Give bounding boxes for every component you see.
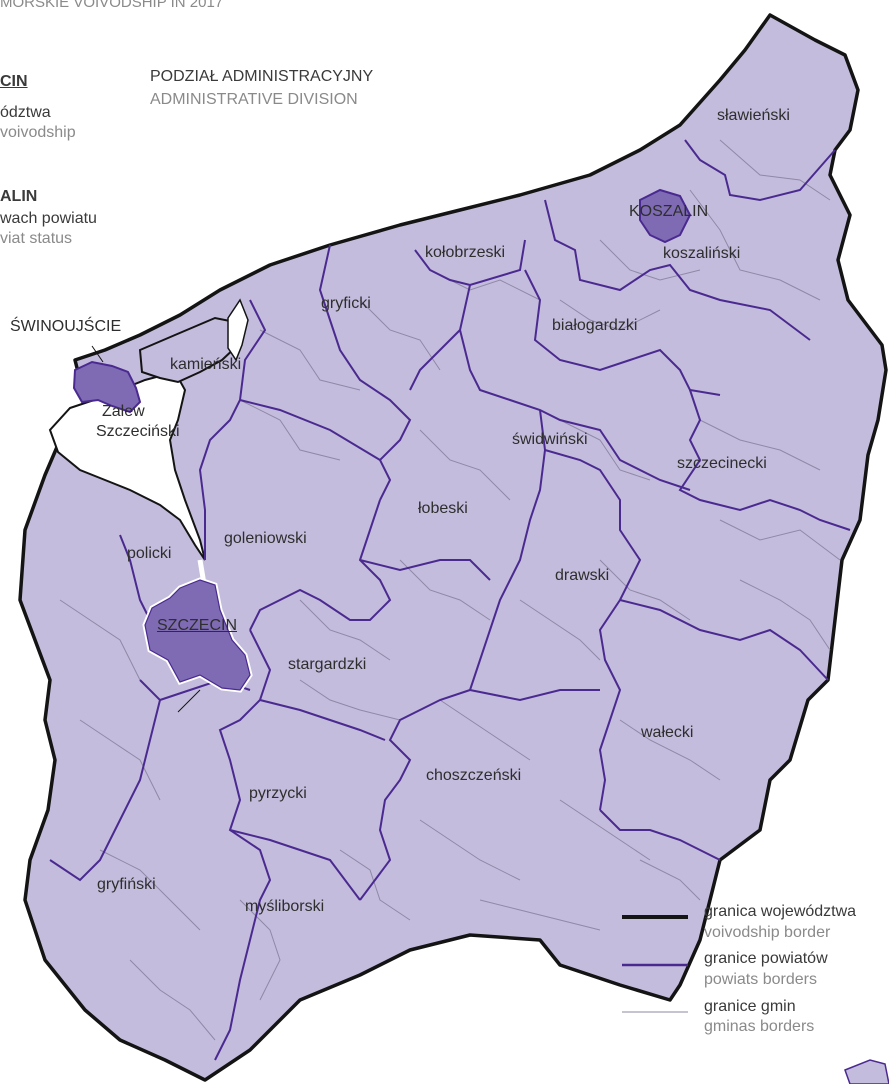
label-walecki: wałecki bbox=[641, 724, 694, 741]
title-en: ADMINISTRATIVE DIVISION bbox=[150, 91, 358, 108]
legend-powiat-pl: granice powiatów bbox=[704, 950, 828, 967]
city-legend-name: ALIN bbox=[0, 188, 38, 205]
swinoujscie-pointer bbox=[91, 345, 104, 363]
legend-powiat-en: powiats borders bbox=[704, 971, 817, 988]
legend-voivodship-pl: granica województwa bbox=[704, 903, 857, 920]
label-mysliborski: myśliborski bbox=[245, 898, 325, 915]
legend-voivodship-en: voivodship border bbox=[704, 924, 831, 941]
label-szczecinecki: szczecinecki bbox=[677, 455, 767, 472]
szczecin-pointer bbox=[177, 689, 201, 713]
label-koszalinski: koszaliński bbox=[663, 245, 741, 262]
label-slawienski: sławieński bbox=[717, 107, 790, 124]
label-swidwinski: świdwiński bbox=[512, 431, 588, 448]
label-goleniowski: goleniowski bbox=[224, 530, 307, 547]
label-gryficki: gryficki bbox=[321, 295, 371, 312]
capital-legend-en: voivodship bbox=[0, 124, 76, 141]
corner-fragment bbox=[844, 1059, 889, 1084]
label-pyrzycki: pyrzycki bbox=[249, 785, 307, 802]
label-kolobrzeski: kołobrzeski bbox=[425, 244, 506, 261]
label-drawski: drawski bbox=[555, 567, 610, 584]
island-wolin bbox=[138, 316, 240, 384]
koszalin-city-area bbox=[639, 188, 692, 244]
label-koszalin: KOSZALIN bbox=[629, 203, 709, 220]
top-title: MORSKIE VOIVODSHIP IN 2017 bbox=[0, 0, 224, 11]
label-choszczenski: choszczeński bbox=[426, 767, 522, 784]
label-kamienski: kamieński bbox=[170, 356, 242, 373]
legend-gmina-en: gminas borders bbox=[704, 1018, 815, 1035]
legend-gmina-pl: granice gmin bbox=[704, 998, 796, 1015]
label-lobeski: łobeski bbox=[418, 500, 468, 517]
label-bialogardzki: białogardzki bbox=[552, 317, 638, 334]
capital-legend-pl: ództwa bbox=[0, 104, 51, 121]
label-swinoujscie: ŚWINOUJŚCIE bbox=[10, 318, 122, 335]
label-lagoon-2: Szczeciński bbox=[96, 423, 180, 440]
title-pl: PODZIAŁ ADMINISTRACYJNY bbox=[150, 68, 374, 85]
label-gryfinski: gryfiński bbox=[97, 876, 156, 893]
label-szczecin: SZCZECIN bbox=[157, 617, 237, 634]
label-policki: policki bbox=[127, 545, 172, 562]
capital-legend-name: CIN bbox=[0, 73, 28, 90]
powiat-borders bbox=[49, 139, 851, 1061]
voivodship-area bbox=[18, 13, 888, 1082]
label-stargardzki: stargardzki bbox=[288, 656, 367, 673]
inlet-water bbox=[227, 298, 249, 362]
city-legend-en: viat status bbox=[0, 230, 73, 247]
city-legend-pl: wach powiatu bbox=[0, 210, 97, 227]
swinoujscie-city-area bbox=[72, 360, 142, 414]
szczecin-city-outline bbox=[144, 579, 251, 691]
label-lagoon-1: Zalew bbox=[102, 403, 145, 420]
